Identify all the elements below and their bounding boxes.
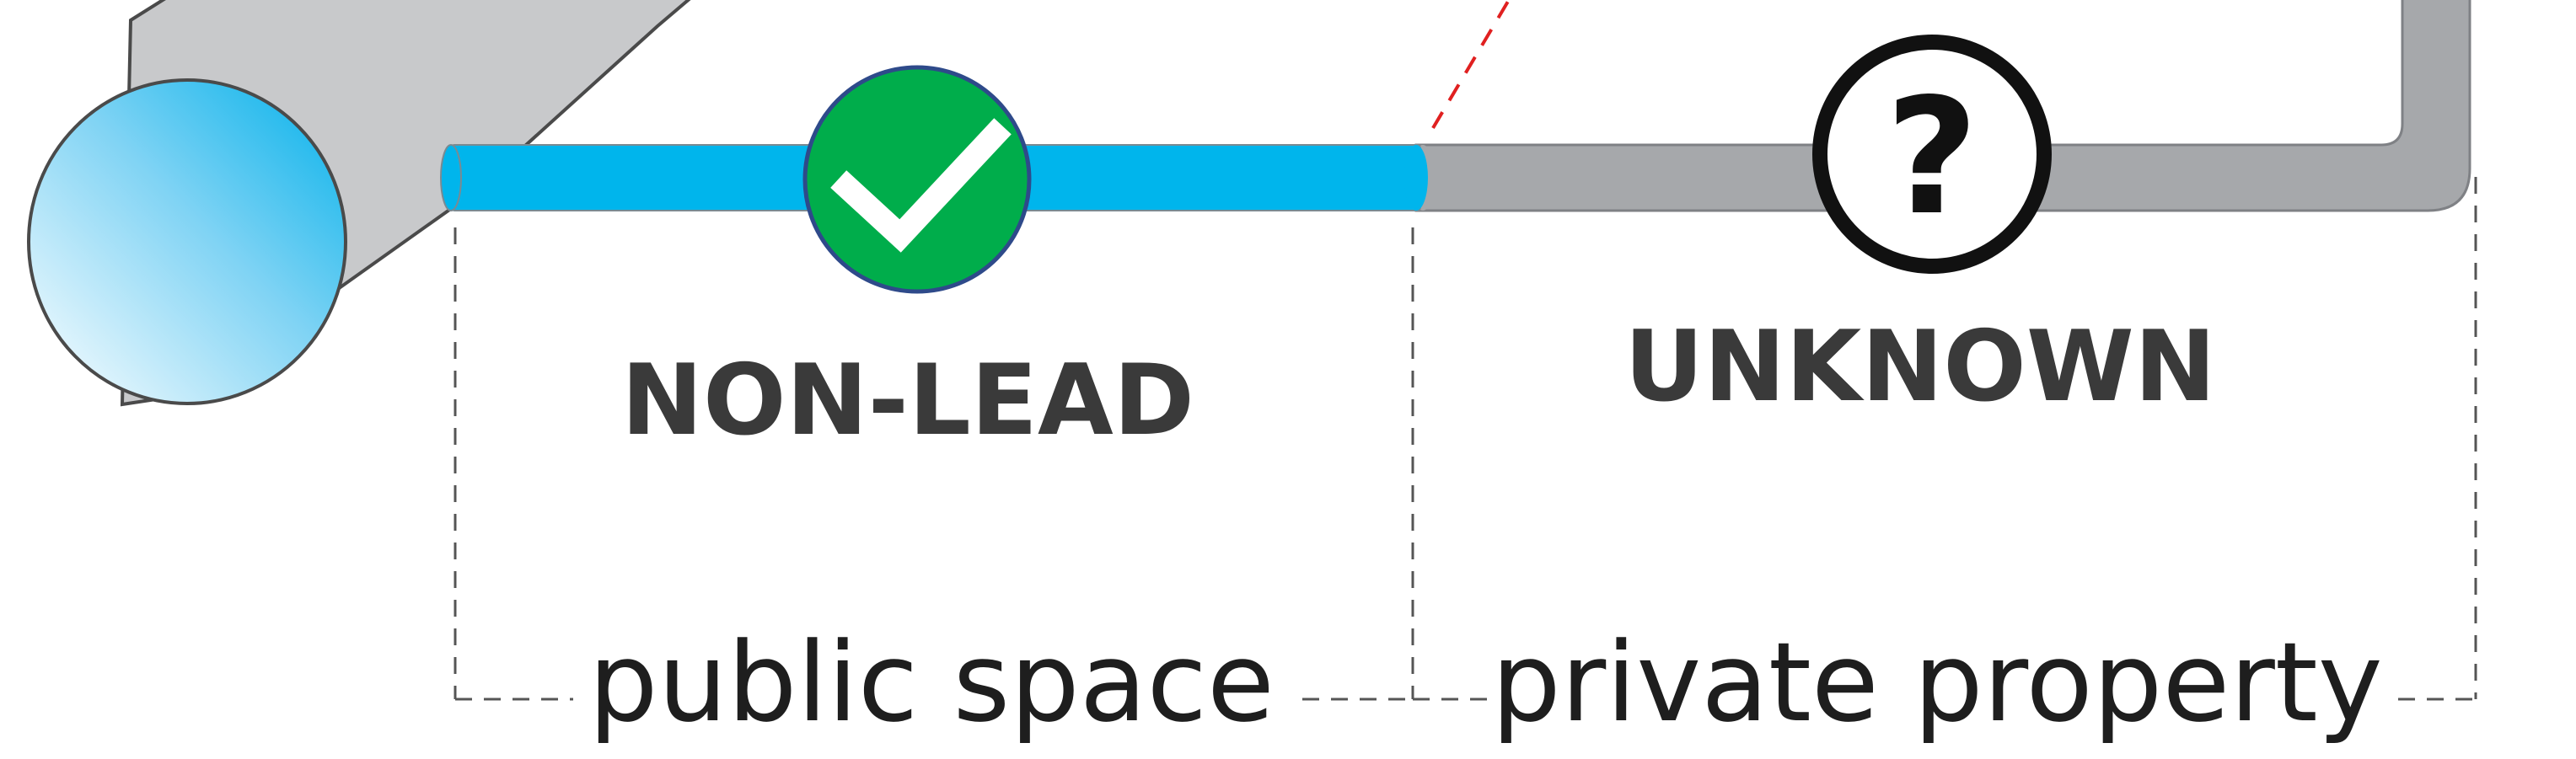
public-private-joint <box>1404 145 1428 211</box>
checkmark-badge <box>802 65 1032 294</box>
public-zone-label: public space <box>588 618 1275 746</box>
public-pipe-end <box>440 144 462 211</box>
checkmark-icon <box>802 65 1032 294</box>
property-line <box>1431 0 1511 130</box>
question-mark-icon: ? <box>1812 35 2052 274</box>
water-main-opening <box>27 78 347 405</box>
public-status-label: NON-LEAD <box>621 344 1194 457</box>
private-pipe-segment <box>1414 0 2471 212</box>
private-status-label: UNKNOWN <box>1624 310 2216 424</box>
zone-brackets <box>453 177 2477 701</box>
question-symbol: ? <box>1886 64 1978 250</box>
water-main-pipe <box>27 0 691 407</box>
private-zone-label: private property <box>1491 618 2382 746</box>
checkmark-stroke <box>830 118 1012 253</box>
question-badge <box>1812 35 2052 274</box>
